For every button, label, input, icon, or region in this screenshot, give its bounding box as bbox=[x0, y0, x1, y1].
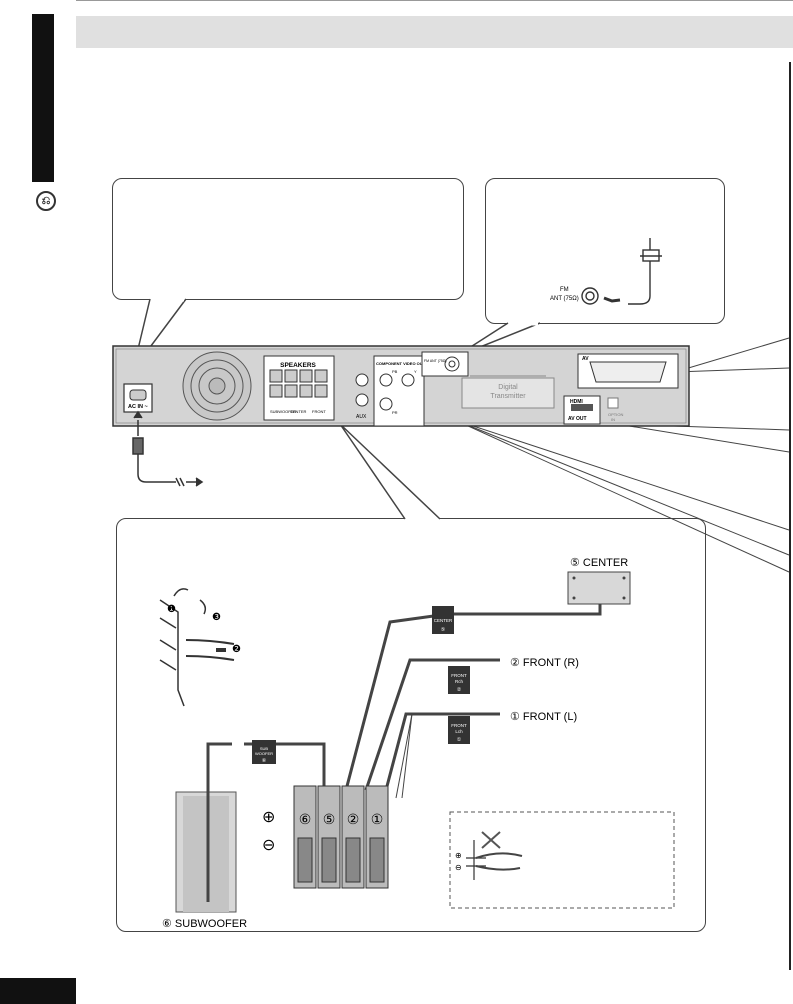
component-video-label: COMPONENT VIDEO OUT bbox=[376, 361, 426, 366]
ac-in-label: AC IN ~ bbox=[128, 404, 148, 410]
power-callout-box bbox=[112, 178, 464, 300]
caution-minus: ⊖ bbox=[455, 863, 462, 872]
center-terminal-label: CENTER bbox=[290, 409, 307, 414]
speaker-cables bbox=[344, 600, 602, 791]
fm-antenna-drawing bbox=[581, 238, 662, 305]
speakers-label: SPEAKERS bbox=[280, 362, 316, 369]
ac-power-cord bbox=[132, 410, 204, 487]
tag-front-r-label: FRONT bbox=[451, 673, 467, 678]
aux-jacks bbox=[355, 373, 369, 407]
subwoofer-terminal-label: SUBWOOFER bbox=[270, 409, 296, 414]
front-r-label: ② FRONT (R) bbox=[510, 657, 579, 669]
minus-symbol: ⊖ bbox=[262, 837, 275, 854]
speaker-connector-block bbox=[293, 785, 389, 889]
digital-label: Digital bbox=[498, 384, 518, 391]
plus-symbol: ⊕ bbox=[262, 809, 275, 826]
transmitter-label: Transmitter bbox=[490, 393, 526, 400]
connector-2: ② bbox=[347, 811, 360, 827]
in-label: IN bbox=[611, 417, 615, 422]
caution-plus: ⊕ bbox=[455, 851, 462, 860]
center-speaker-label: ⑤ CENTER bbox=[570, 557, 628, 569]
subwoofer-speaker bbox=[175, 791, 237, 913]
connector-5: ⑤ bbox=[323, 811, 336, 827]
section-side-tab bbox=[32, 14, 54, 182]
subwoofer-label: ⑥ SUBWOOFER bbox=[162, 918, 247, 930]
av-scart-connector bbox=[577, 353, 679, 389]
tag-center-num: ⑤ bbox=[441, 627, 446, 633]
speaker-panel-pointer bbox=[339, 423, 441, 522]
step-3-marker: ❸ bbox=[212, 612, 221, 623]
subwoofer-cable-tag bbox=[252, 740, 276, 764]
y-label: Y bbox=[414, 369, 417, 374]
pointer-lines-panel bbox=[395, 713, 413, 799]
av-out-label: AV OUT bbox=[568, 416, 587, 422]
fm-ant-panel-label: FM ANT (75Ω) bbox=[424, 359, 447, 363]
option-in-port bbox=[607, 397, 619, 409]
step-1-marker: ❶ bbox=[167, 604, 176, 615]
front-r-cable-tag bbox=[448, 666, 470, 694]
pr-label: PR bbox=[392, 410, 398, 415]
caution-inset bbox=[449, 811, 675, 909]
front-terminal-label: FRONT bbox=[312, 409, 326, 414]
center-cable-tag bbox=[432, 606, 454, 634]
hdmi-label: HDMI bbox=[570, 399, 583, 405]
hdmi-port bbox=[563, 395, 601, 425]
connector-6: ⑥ bbox=[299, 811, 312, 827]
front-l-label: ① FRONT (L) bbox=[510, 711, 577, 723]
connector-1: ① bbox=[371, 811, 384, 827]
step-2-marker: ❷ bbox=[232, 644, 241, 655]
right-column-rule bbox=[789, 62, 791, 970]
wire-insertion-illustration bbox=[159, 588, 235, 707]
header-band bbox=[76, 16, 793, 48]
aux-label: AUX bbox=[356, 414, 367, 420]
option-label: OPTION bbox=[608, 412, 623, 417]
tag-front-r-num: ② bbox=[457, 687, 462, 693]
fan-vent bbox=[182, 351, 252, 421]
front-l-cable-tag bbox=[448, 716, 470, 744]
tag-center-label: CENTER bbox=[434, 618, 453, 623]
digital-transmitter-slot bbox=[461, 375, 555, 409]
language-icon: ⎌ bbox=[36, 191, 56, 211]
tag-sub-label: SUB bbox=[260, 746, 269, 751]
tag-front-r-sub: Rch bbox=[455, 679, 463, 684]
av-label: AV bbox=[582, 356, 589, 362]
fm-label-1: FM bbox=[560, 287, 569, 293]
speaker-terminal-block bbox=[263, 355, 335, 421]
component-video-jacks bbox=[373, 355, 425, 427]
tag-sub-label-2: WOOFER bbox=[255, 751, 273, 756]
fm-antenna-jack bbox=[421, 351, 469, 377]
tag-front-l-num: ① bbox=[457, 737, 462, 743]
pb-label: PB bbox=[392, 369, 398, 374]
tag-front-l-sub: Lch bbox=[455, 729, 463, 734]
top-rule bbox=[76, 0, 793, 1]
fm-label-2: ANT (75Ω) bbox=[550, 296, 579, 302]
tag-front-l-label: FRONT bbox=[451, 723, 467, 728]
center-speaker bbox=[567, 571, 631, 605]
tag-sub-num: ⑥ bbox=[262, 758, 267, 764]
page-number-tab bbox=[0, 978, 76, 1004]
